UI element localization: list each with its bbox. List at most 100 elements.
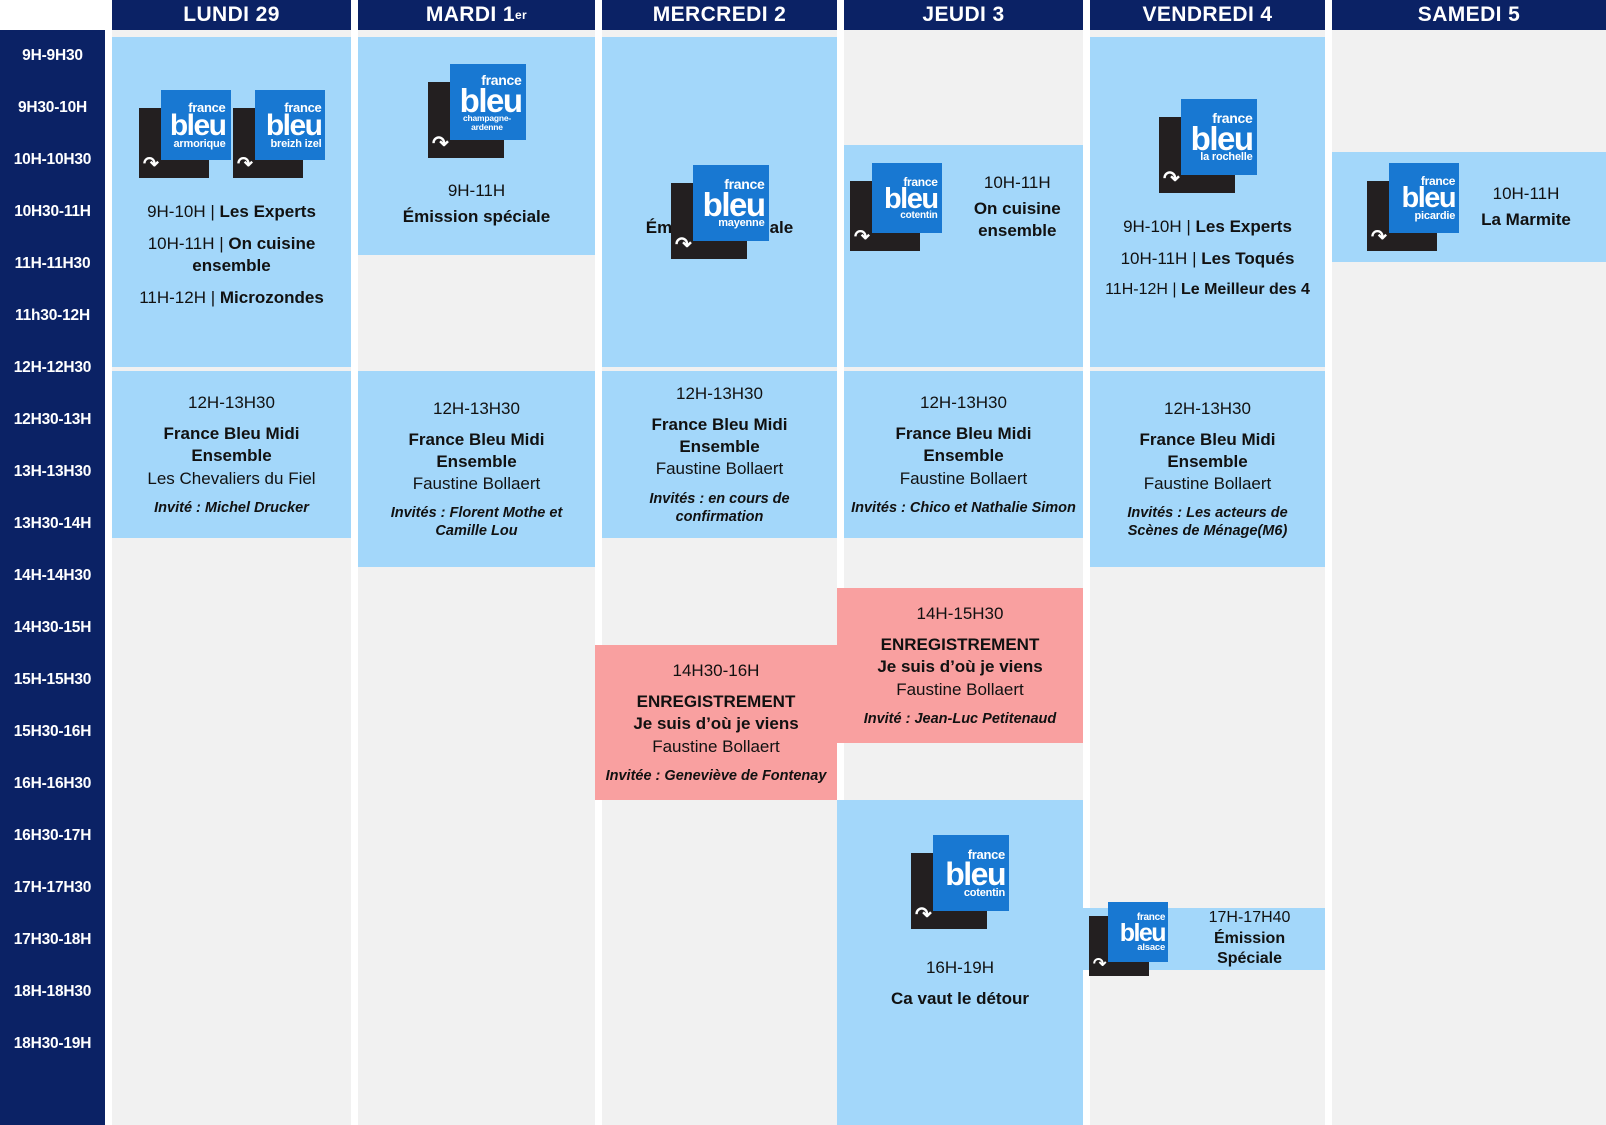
program-line: 10H-11H | Les Toqués (1121, 248, 1295, 270)
logo-word-france: france (188, 100, 226, 116)
separator: | (1172, 280, 1177, 298)
program-cell-vendredi-matin[interactable]: ↶ france bleu la rochelle 9H-10H | Les E… (1090, 37, 1325, 367)
logo-region-name: breizh izel (270, 137, 322, 150)
day-header-vendredi: VENDREDI 4 (1090, 0, 1325, 30)
time-slot: 17H-17H30 (13, 879, 92, 896)
program-cell-midi-lundi[interactable]: 12H-13H30 France Bleu Midi Ensemble Les … (112, 371, 351, 538)
france-bleu-cotentin-logo: ↶ france bleu cotentin (911, 835, 1009, 929)
program-cell-enregistrement-mercredi[interactable]: 14H30-16H ENREGISTREMENT Je suis d’où je… (595, 645, 837, 800)
program-cell-mercredi-matin[interactable]: ↶ france bleu mayenne 9H-12H Émission sp… (602, 37, 837, 367)
logo-word-bleu: bleu (1190, 119, 1254, 157)
program-cell-midi-mardi[interactable]: 12H-13H30 France Bleu Midi Ensemble Faus… (358, 371, 595, 567)
separator: | (210, 288, 216, 308)
program-guests: Invités : Florent Mothe et Camille Lou (390, 505, 563, 540)
logo-and-text-row: ↶ france bleu alsace 17H-17H40 Émission … (1089, 902, 1319, 976)
program-host: Faustine Bollaert (655, 459, 784, 479)
time-slot: 16H-16H30 (13, 775, 92, 792)
radio-france-swirl-icon: ↶ (236, 153, 253, 175)
program-cell-jeudi-matin[interactable]: ↶ france bleu cotentin 10H-11H On cuisin… (844, 145, 1083, 367)
france-bleu-logo-text: france bleu alsace (1108, 902, 1168, 962)
program-guests: Invités : Chico et Nathalie Simon (851, 499, 1076, 516)
program-title: On cuisine ensemble (192, 233, 316, 275)
program-time: 10H-11H (1120, 248, 1188, 268)
program-title: La Marmite (1481, 210, 1571, 229)
program-cell-lundi-matin[interactable]: ↶ france bleu armorique ↶ france bleu (112, 37, 351, 367)
radio-france-swirl-icon: ↶ (674, 233, 692, 256)
program-time: 12H-13H30 (188, 393, 275, 413)
program-time: 9H-10H (147, 201, 206, 221)
time-slot: 11H-11H30 (14, 255, 91, 272)
program-title: France Bleu Midi Ensemble (408, 429, 545, 471)
separator: | (1192, 248, 1197, 268)
program-kind: ENREGISTREMENT (880, 635, 1040, 655)
program-cell-enregistrement-jeudi[interactable]: 14H-15H30 ENREGISTREMENT Je suis d’où je… (837, 588, 1083, 743)
program-time: 16H-19H (925, 958, 995, 977)
program-cell-midi-jeudi[interactable]: 12H-13H30 France Bleu Midi Ensemble Faus… (844, 371, 1083, 538)
radio-france-swirl-icon: ↶ (1162, 167, 1180, 190)
grid-left-gutter (105, 30, 112, 1125)
program-time: 11H-12H (139, 288, 206, 308)
logo-word-bleu: bleu (945, 856, 1006, 893)
program-line: 11H-12H | Le Meilleur des 4 (1105, 280, 1310, 301)
france-bleu-blue-square (254, 89, 325, 160)
column-divider (1325, 30, 1332, 1125)
program-title: France Bleu Midi Ensemble (651, 415, 788, 457)
logo-region-name: mayenne (718, 217, 765, 230)
logo-word-bleu: bleu (883, 182, 939, 215)
program-cell-midi-vendredi[interactable]: 12H-13H30 France Bleu Midi Ensemble Faus… (1090, 371, 1325, 567)
france-bleu-blue-square (1108, 902, 1169, 962)
france-bleu-logo-text: france bleu mayenne (693, 165, 769, 241)
program-title: Je suis d’où je viens (877, 657, 1043, 677)
time-slot: 12H30-13H (13, 411, 92, 428)
time-slot: 18H-18H30 (13, 983, 92, 1000)
time-slot: 10H30-11H (14, 203, 91, 220)
logo-region-name: cotentin (963, 886, 1005, 899)
logo-word-bleu: bleu (702, 186, 766, 224)
program-time: 10H-11H (147, 233, 215, 253)
program-guests: Invité : Jean-Luc Petitenaud (863, 710, 1057, 727)
program-guests: Invités : en cours de confirmation (649, 490, 790, 525)
france-bleu-blue-square (160, 89, 231, 160)
logo-word-bleu: bleu (459, 82, 523, 120)
program-cell-midi-mercredi[interactable]: 12H-13H30 France Bleu Midi Ensemble Faus… (602, 371, 837, 538)
france-bleu-champagne-ardenne-logo: ↶ france bleu champagne-ardenne (427, 63, 526, 158)
france-bleu-cotentin-logo: ↶ france bleu cotentin (850, 163, 942, 251)
program-title: Les Experts (219, 201, 316, 221)
france-bleu-blue-square (871, 163, 942, 233)
radio-france-swirl-icon: ↶ (915, 904, 932, 926)
time-sidebar: 9H-9H30 9H30-10H 10H-10H30 10H30-11H 11H… (0, 30, 105, 1125)
program-cell-detour-jeudi[interactable]: ↶ france bleu cotentin 16H-19H Ca vaut l… (837, 800, 1083, 1125)
program-host: Faustine Bollaert (1143, 473, 1272, 493)
column-divider (837, 30, 844, 1125)
schedule-grid: ↶ france bleu armorique ↶ france bleu (105, 30, 1606, 1125)
time-slot: 16H30-17H (13, 827, 92, 844)
time-slot: 14H30-15H (13, 619, 92, 636)
program-line: 9H-10H | Les Experts (147, 201, 316, 223)
program-guests: Invitée : Geneviève de Fontenay (605, 767, 827, 784)
program-cell-mardi-matin[interactable]: ↶ france bleu champagne-ardenne 9H-11H É… (358, 37, 595, 255)
logo-region-name: alsace (1137, 942, 1166, 953)
program-guests: Invités : Les acteurs de Scènes de Ménag… (1127, 505, 1288, 540)
logo-region-name: armorique (173, 137, 226, 150)
program-title: France Bleu Midi Ensemble (895, 424, 1032, 466)
program-cell-alsace-vendredi[interactable]: ↶ france bleu alsace 17H-17H40 Émission … (1083, 902, 1325, 976)
radio-france-swirl-icon: ↶ (431, 132, 449, 155)
logo-region-name: cotentin (900, 210, 938, 222)
logo-word-bleu: bleu (169, 109, 227, 143)
program-time: 10H-11H (1492, 183, 1560, 203)
program-cell-samedi-matin[interactable]: ↶ france bleu picardie 10H-11H La Marmit… (1332, 152, 1606, 262)
program-host: Les Chevaliers du Fiel (147, 468, 316, 488)
france-bleu-blue-square (692, 164, 769, 241)
program-host: Faustine Bollaert (899, 468, 1028, 488)
program-title: Le Meilleur des 4 (1180, 280, 1310, 298)
logo-word-france: france (481, 72, 522, 89)
time-slot: 9H-9H30 (22, 47, 83, 64)
program-time: 17H-17H40 (1208, 908, 1291, 926)
radio-france-swirl-icon: ↶ (1093, 956, 1107, 973)
program-title: Microzondes (219, 288, 324, 308)
column-divider (595, 30, 602, 1125)
france-bleu-armorique-logo: ↶ france bleu armorique (138, 89, 231, 178)
time-slot: 18H30-19H (13, 1035, 92, 1052)
program-time: 12H-13H30 (920, 393, 1007, 413)
separator: | (219, 233, 224, 253)
